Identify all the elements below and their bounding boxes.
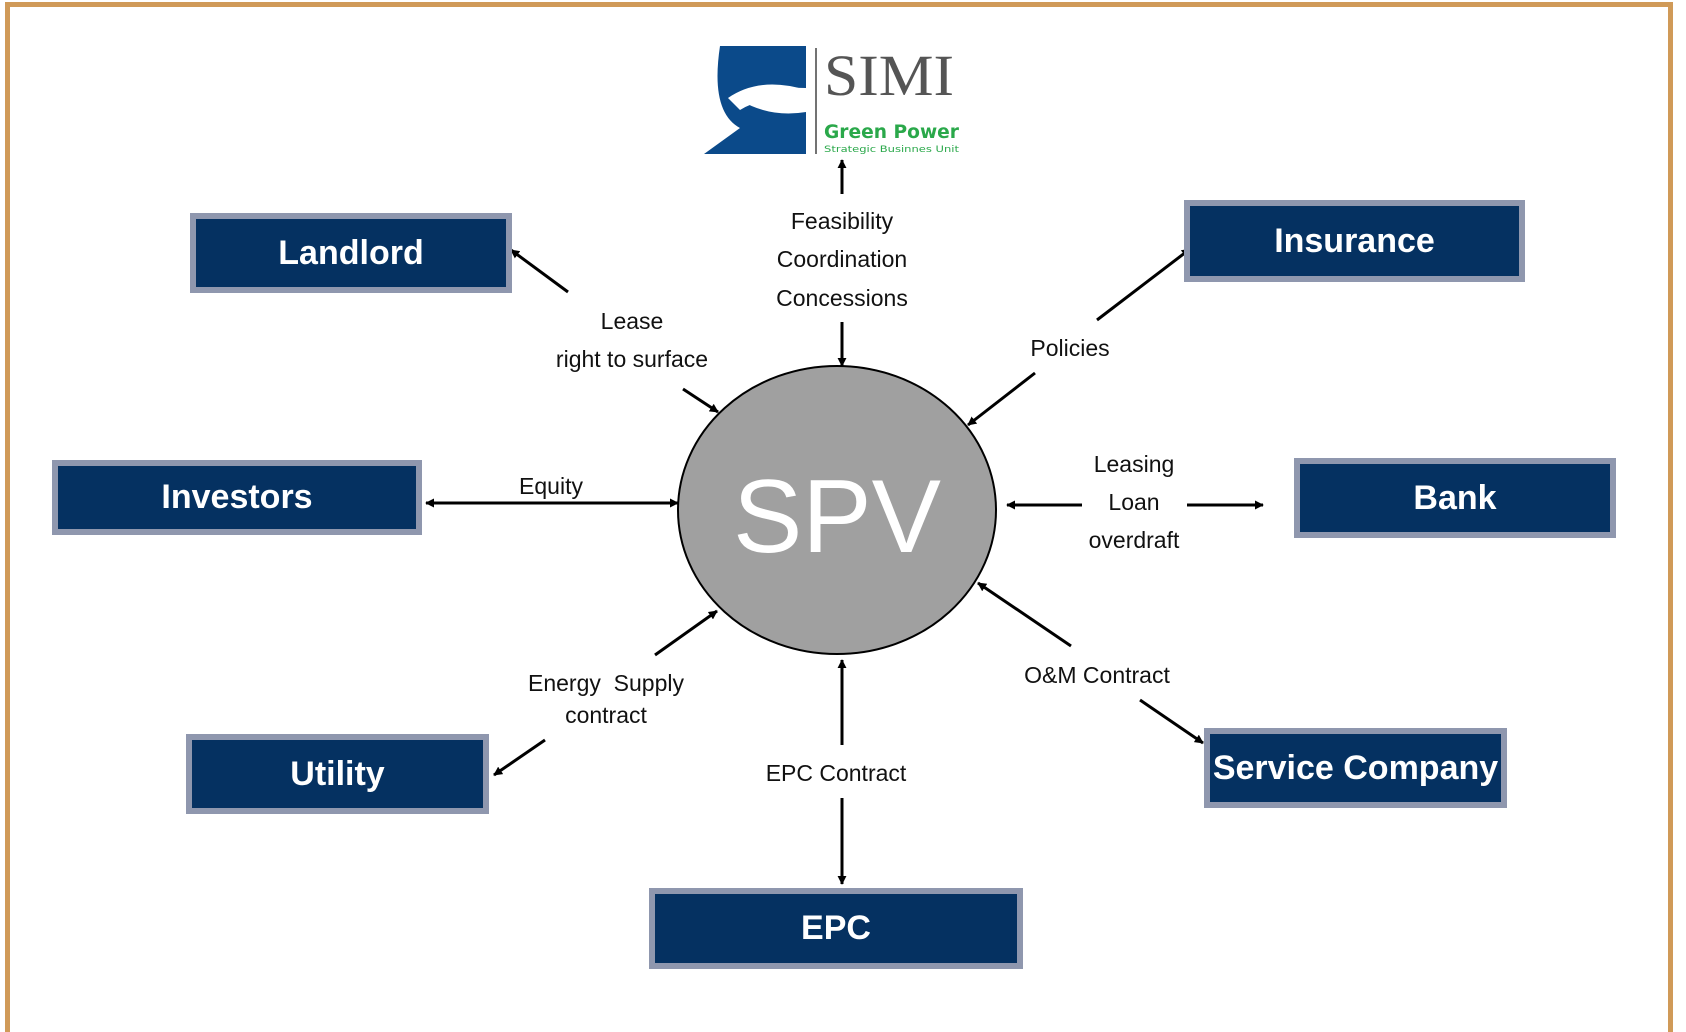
arrow-utility-in xyxy=(654,609,718,657)
node-epc[interactable]: EPC xyxy=(649,888,1023,969)
arrow-utility-out xyxy=(493,738,546,777)
label-leasing: Leasing xyxy=(1094,451,1175,477)
label-concessions: Concessions xyxy=(776,285,908,311)
arrow-service-in xyxy=(977,581,1072,648)
arrow-landlord-out xyxy=(510,248,569,294)
spv-circle[interactable] xyxy=(677,365,997,655)
label-om-contract: O&M Contract xyxy=(1024,662,1170,688)
label-feasibility: Feasibility xyxy=(791,208,894,234)
spv-label: SPV xyxy=(733,459,941,575)
label-coordination: Coordination xyxy=(777,246,907,272)
node-insurance[interactable]: Insurance xyxy=(1184,200,1525,282)
node-landlord[interactable]: Landlord xyxy=(190,213,512,293)
label-right-to-surface: right to surface xyxy=(556,346,708,372)
arrow-landlord-in xyxy=(682,387,719,414)
logo-mark xyxy=(704,46,806,154)
label-overdraft: overdraft xyxy=(1089,527,1180,553)
label-energy-supply: Energy Supply xyxy=(528,670,684,696)
logo-subtitle: Green Power xyxy=(824,121,960,143)
label-equity: Equity xyxy=(519,473,583,499)
node-investors[interactable]: Investors xyxy=(52,460,422,535)
label-policies: Policies xyxy=(1030,335,1109,361)
logo-tagline: Strategic Businnes Unit xyxy=(824,145,960,155)
node-bank[interactable]: Bank xyxy=(1294,458,1616,538)
arrow-insurance-in xyxy=(967,371,1036,427)
label-loan: Loan xyxy=(1108,489,1159,515)
simi-logo: SIMI Green Power Strategic Businnes Unit xyxy=(700,40,970,158)
logo-title: SIMI xyxy=(824,43,954,108)
arrow-insurance-out xyxy=(1096,247,1191,322)
node-utility[interactable]: Utility xyxy=(186,734,489,814)
label-energy-contract: contract xyxy=(565,702,647,728)
label-lease: Lease xyxy=(601,308,664,334)
logo-swoosh xyxy=(728,84,806,110)
node-service-company[interactable]: Service Company xyxy=(1204,728,1507,808)
label-epc-contract: EPC Contract xyxy=(766,760,907,786)
arrow-service-out xyxy=(1139,698,1204,745)
